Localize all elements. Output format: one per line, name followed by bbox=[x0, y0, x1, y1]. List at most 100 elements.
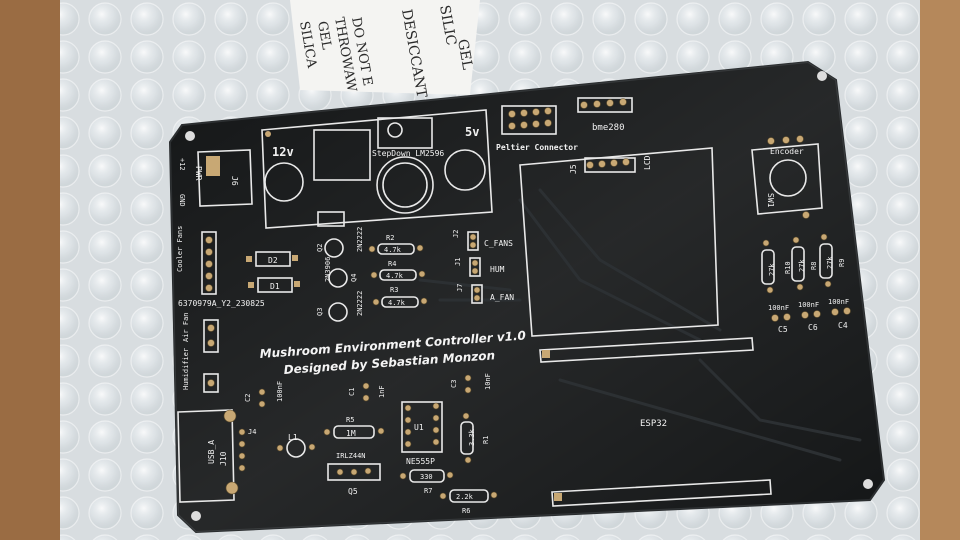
mount-hole-tl bbox=[185, 131, 195, 141]
label-d2: D2 bbox=[268, 256, 278, 265]
bme280-header: bme280 bbox=[577, 97, 633, 133]
label-j2: J2 bbox=[452, 230, 460, 238]
label-100nf-b: 100nF bbox=[798, 301, 819, 309]
mount-hole-bl bbox=[191, 511, 201, 521]
humidifier-header: Humidifier bbox=[182, 348, 219, 393]
label-c3: C3 bbox=[450, 380, 458, 388]
packet-text-7: GEL bbox=[454, 38, 475, 71]
label-c3-val: 10nF bbox=[484, 373, 492, 390]
capacitor-c3: C3 10nF bbox=[450, 373, 492, 394]
resistor-r5: R5 1M bbox=[323, 416, 385, 439]
label-j5: J5 bbox=[569, 164, 578, 174]
label-100nf-a: 100nF bbox=[768, 304, 789, 312]
label-part-number: 6370979A_Y2_230825 bbox=[178, 299, 265, 308]
label-j4: J4 bbox=[248, 428, 256, 436]
mount-hole-br bbox=[863, 479, 873, 489]
label-j1: J1 bbox=[454, 258, 462, 266]
label-lcd: LCD bbox=[643, 155, 652, 170]
label-l1: L1 bbox=[288, 433, 298, 442]
label-a-fan: A_FAN bbox=[490, 293, 514, 302]
label-r4: R4 bbox=[388, 260, 396, 268]
label-27k-b: 27k bbox=[798, 259, 806, 272]
mosfet-q5: IRLZ44N Q5 bbox=[327, 452, 381, 496]
label-encoder: Encoder bbox=[770, 147, 804, 156]
label-pwr: PWR bbox=[194, 166, 203, 181]
cooler-fans-header: Cooler Fans bbox=[176, 226, 217, 295]
label-27k-c: 27k bbox=[826, 256, 834, 269]
label-bme280: bme280 bbox=[592, 123, 625, 133]
label-r3: R3 bbox=[390, 286, 398, 294]
label-c2-val: 100nF bbox=[276, 381, 284, 402]
label-sw1: SW1 bbox=[766, 193, 775, 208]
label-r10: R10 bbox=[784, 261, 792, 274]
diode-d1: D1 bbox=[248, 277, 300, 293]
label-r5-val: 1M bbox=[346, 429, 356, 438]
label-q3: Q3 bbox=[316, 308, 324, 316]
resistors-27k: 27k R10 27k R8 27k R9 bbox=[761, 233, 846, 294]
label-r7-val: 330 bbox=[420, 473, 433, 481]
rotary-encoder: Encoder SW1 bbox=[751, 135, 823, 219]
pcb-board: 12v 5v StepDown_LM2596 Peltier Connector… bbox=[168, 60, 886, 534]
lcd-footprint: J5 LCD bbox=[519, 147, 719, 337]
peltier-connector: Peltier Connector bbox=[496, 105, 578, 152]
connector-j1: J1 HUM bbox=[454, 257, 505, 277]
connector-j2: J2 C_FANS bbox=[452, 230, 513, 251]
esp32-header-bottom bbox=[551, 479, 772, 507]
label-r4-val: 4.7k bbox=[386, 272, 404, 280]
label-5v: 5v bbox=[465, 125, 479, 139]
label-r5: R5 bbox=[346, 416, 354, 424]
label-d1: D1 bbox=[270, 282, 280, 291]
label-humidifier: Humidifier bbox=[182, 348, 190, 390]
label-j10: J10 bbox=[219, 451, 228, 466]
air-fan-header: Air Fan bbox=[182, 312, 219, 353]
label-12v: 12v bbox=[272, 145, 294, 159]
resistor-r1: 3.3k R1 bbox=[460, 412, 490, 464]
label-q5: Q5 bbox=[348, 487, 358, 496]
label-r1: R1 bbox=[482, 436, 490, 444]
esp32-header-top bbox=[539, 337, 754, 363]
capacitors-100nf: 100nF 100nF 100nF C5 C6 C4 bbox=[768, 298, 851, 334]
label-q4-part: 2N3906 bbox=[324, 257, 332, 282]
packet-text-2: GEL bbox=[314, 20, 334, 51]
label-air-fan: Air Fan bbox=[182, 312, 190, 342]
label-usb: USB_A bbox=[207, 440, 216, 464]
label-c1: C1 bbox=[348, 388, 356, 396]
power-jack: PWR J6 +12 GND bbox=[178, 149, 253, 207]
label-c4: C4 bbox=[838, 321, 848, 330]
label-q2: Q2 bbox=[316, 244, 324, 252]
label-c5: C5 bbox=[778, 325, 788, 334]
connector-j7: J7 A_FAN bbox=[456, 284, 514, 304]
label-100nf-c: 100nF bbox=[828, 298, 849, 306]
label-plus12: +12 bbox=[178, 158, 186, 171]
capacitor-c2: C2 100nF bbox=[244, 381, 284, 408]
label-gnd: GND bbox=[178, 194, 186, 207]
packet-text-6: SILIC bbox=[436, 4, 459, 47]
label-stepdown: StepDown_LM2596 bbox=[372, 149, 444, 158]
usb-a-connector: USB_A J10 J4 bbox=[177, 409, 256, 503]
label-r6-val: 2.2k bbox=[456, 493, 474, 501]
label-irlz: IRLZ44N bbox=[336, 452, 366, 460]
diode-d2: D2 bbox=[246, 251, 298, 267]
label-c2: C2 bbox=[244, 394, 252, 402]
label-r6: R6 bbox=[462, 507, 470, 515]
transistor-q4: 2N3906 Q4 bbox=[324, 257, 358, 288]
label-c1-val: 1nF bbox=[378, 385, 386, 398]
label-peltier: Peltier Connector bbox=[496, 142, 578, 152]
label-27k-a: 27k bbox=[768, 263, 776, 276]
label-j6: J6 bbox=[230, 176, 239, 186]
resistor-r7: 330 R7 bbox=[399, 469, 454, 495]
label-q2-part: 2N2222 bbox=[356, 227, 364, 252]
label-r2-val: 4.7k bbox=[384, 246, 402, 254]
label-r8: R8 bbox=[810, 262, 818, 270]
label-r1-val: 3.3k bbox=[468, 428, 476, 446]
label-q4: Q4 bbox=[350, 274, 358, 282]
label-hum: HUM bbox=[490, 265, 505, 274]
transistor-q2: Q2 2N2222 bbox=[316, 227, 364, 258]
label-cooler-fans: Cooler Fans bbox=[176, 226, 184, 272]
label-r7: R7 bbox=[424, 487, 432, 495]
resistor-r3: R3 4.7k bbox=[372, 286, 428, 308]
resistor-r4: R4 4.7k bbox=[370, 260, 426, 281]
desiccant-packet: SILICA GEL THROWAW DO NOT E DESICCANT SI… bbox=[290, 0, 480, 100]
label-r3-val: 4.7k bbox=[388, 299, 406, 307]
